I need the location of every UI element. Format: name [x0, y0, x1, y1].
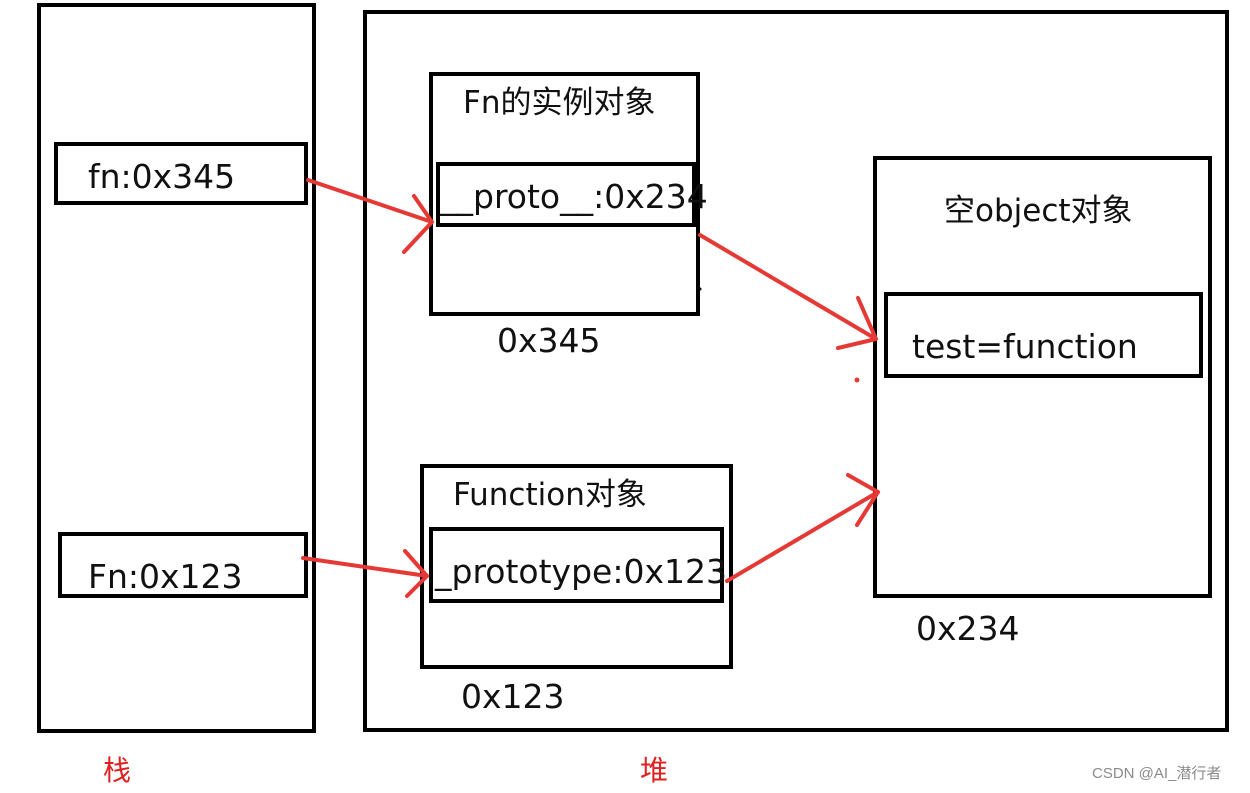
empty-object-test-label: test=function — [912, 327, 1138, 366]
instance-address: 0x345 — [497, 321, 601, 360]
function-prototype-field: _prototype:0x123 — [429, 527, 727, 603]
heap-label: 堆 — [640, 754, 669, 787]
empty-object-title: 空object对象 — [944, 193, 1133, 229]
stack-item-Fn-label: Fn:0x123 — [88, 557, 243, 596]
stack-label: 栈 — [103, 754, 132, 787]
stack-item-fn-label: fn:0x345 — [88, 157, 236, 196]
function-object-address: 0x123 — [461, 677, 565, 716]
instance-proto-label: __proto__:0x234 — [440, 177, 708, 216]
stack-item-fn: fn:0x345 — [54, 142, 308, 205]
function-prototype-label: _prototype:0x123 — [435, 552, 727, 591]
empty-object-test-field: test=function — [884, 292, 1203, 378]
instance-proto-field: __proto__:0x234 — [436, 162, 708, 227]
function-object-title: Function对象 — [453, 477, 647, 513]
stack-item-Fn: Fn:0x123 — [58, 532, 308, 598]
empty-object-address: 0x234 — [916, 609, 1020, 648]
instance-object-title: Fn的实例对象 — [463, 85, 656, 121]
watermark: CSDN @AI_潜行者 — [1092, 765, 1222, 782]
stack-container — [37, 3, 316, 733]
heap-container — [363, 10, 1229, 732]
empty-object-box: 空object对象 — [873, 156, 1212, 598]
